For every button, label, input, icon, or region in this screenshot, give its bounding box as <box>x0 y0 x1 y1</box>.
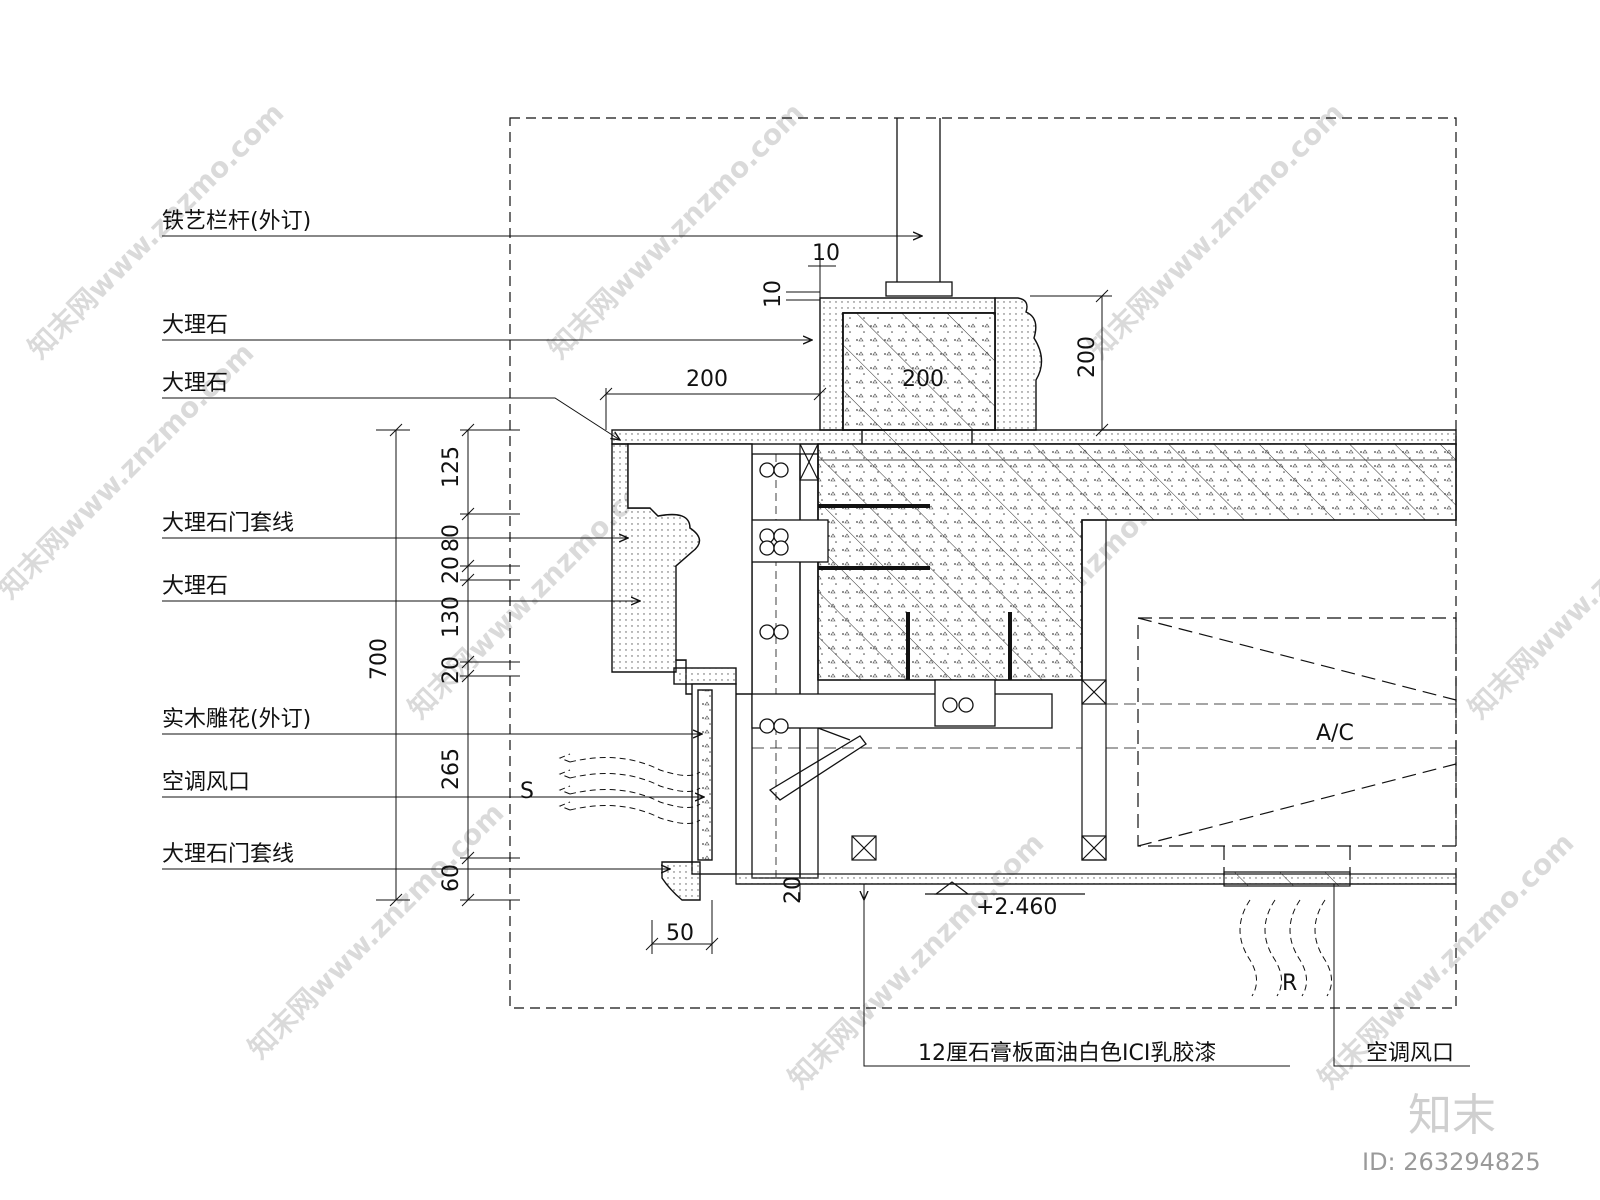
detail-boundary <box>509 117 1457 1009</box>
marble-cladding <box>611 443 753 695</box>
dim-20a: 20 <box>439 556 464 584</box>
callout-marble-floor: 大理石 <box>162 371 228 396</box>
dim-60: 60 <box>439 864 464 892</box>
dim-700: 700 <box>367 638 392 680</box>
watermark-text: 知末网www.znzmo.com <box>1462 456 1600 725</box>
dim-10-vertical: 10 <box>761 280 786 308</box>
bolt-symbols <box>759 462 974 734</box>
ac-label: A/C <box>1316 721 1354 746</box>
dim-265: 265 <box>439 748 464 790</box>
hanger-lines <box>752 703 1456 749</box>
callout-wood-carving: 实木雕花(外订) <box>162 707 311 732</box>
callout-iron-railing: 铁艺栏杆(外订) <box>162 209 311 234</box>
anchor-bolts <box>818 504 1012 680</box>
elevation-value: +2.460 <box>976 895 1057 920</box>
dim-50: 50 <box>666 921 694 946</box>
dim-80: 80 <box>439 524 464 552</box>
wood-carving <box>661 683 737 901</box>
ac-unit <box>1137 617 1457 876</box>
dim-200-cap: 200 <box>902 367 944 392</box>
note-gypsum-board: 12厘石膏板面油白色ICI乳胶漆 <box>918 1041 1216 1066</box>
dim-20-ceiling: 20 <box>781 876 806 904</box>
dim-200-right: 200 <box>1075 336 1100 378</box>
note-ac-vent: 空调风口 <box>1366 1041 1454 1066</box>
gypsum-ceiling <box>735 871 1457 887</box>
brand-watermark: 知末 <box>1408 1090 1496 1141</box>
dim-20b: 20 <box>439 656 464 684</box>
wood-blocking <box>799 443 1107 861</box>
callout-marble-door-trim: 大理石门套线 <box>162 511 294 536</box>
leader-lines <box>162 236 1470 1067</box>
dim-200-top: 200 <box>686 367 728 392</box>
iron-railing <box>885 118 953 355</box>
elevation-marker <box>925 881 1085 895</box>
floor-marble-strip <box>611 429 1457 445</box>
return-label: R <box>1282 971 1297 996</box>
dim-125: 125 <box>439 446 464 488</box>
return-air-flow <box>1239 899 1332 997</box>
dimension-lines <box>376 258 1112 954</box>
callout-marble-door-trim-bottom: 大理石门套线 <box>162 842 294 867</box>
dim-130: 130 <box>439 596 464 638</box>
callout-marble-panel: 大理石 <box>162 574 228 599</box>
concrete-slab <box>817 443 1457 681</box>
image-id-watermark: ID: 263294825 <box>1362 1148 1541 1176</box>
dim-10-top: 10 <box>812 241 840 266</box>
callout-marble-cap: 大理石 <box>162 313 228 338</box>
watermark-text: 知末网www.znzmo.com <box>242 796 511 1065</box>
watermark-text: 知末网www.znzmo.com <box>1082 96 1351 365</box>
supply-label: S <box>520 779 534 804</box>
callout-ac-vent: 空调风口 <box>162 770 250 795</box>
supply-air-flow <box>558 753 701 824</box>
watermark-text: 知末网www.znzmo.com <box>542 96 811 365</box>
